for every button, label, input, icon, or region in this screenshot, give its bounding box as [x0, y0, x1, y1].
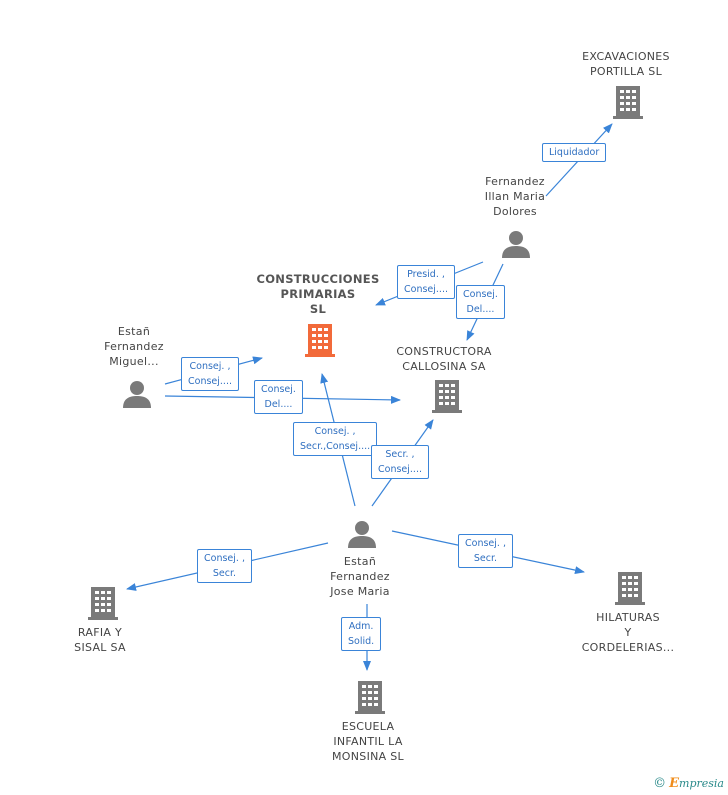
edge-label-adm-solid[interactable]: Adm.Solid.	[341, 617, 382, 651]
brand-watermark: ©Empresia	[653, 776, 724, 791]
edge-label-consej-secr-jose[interactable]: Consej. ,Secr.,Consej....	[293, 422, 378, 456]
person-icon[interactable]	[501, 229, 531, 259]
edge-label-presid-consej[interactable]: Presid. ,Consej....	[397, 265, 455, 299]
building-icon[interactable]	[612, 85, 644, 119]
person-icon[interactable]	[122, 379, 152, 409]
edge-label-consej-del-miguel[interactable]: Consej.Del....	[254, 380, 303, 414]
building-icon-main[interactable]	[304, 323, 336, 357]
edge-label-consej-consej-miguel[interactable]: Consej. ,Consej....	[181, 357, 239, 391]
building-icon[interactable]	[614, 571, 646, 605]
building-icon[interactable]	[354, 680, 386, 714]
brand-initial: E	[669, 776, 680, 791]
building-icon[interactable]	[431, 379, 463, 413]
brand-name: mpresia	[679, 777, 724, 790]
edge-label-consej-del-illan[interactable]: Consej.Del....	[456, 285, 505, 319]
building-icon[interactable]	[87, 586, 119, 620]
copyright-icon: ©	[653, 776, 667, 791]
edge-label-consej-secr-rafia[interactable]: Consej. ,Secr.	[197, 549, 252, 583]
edge-label-consej-secr-hilaturas[interactable]: Consej. ,Secr.	[458, 534, 513, 568]
edge-label-liquidador[interactable]: Liquidador	[542, 143, 607, 162]
edge-label-secr-consej-jose[interactable]: Secr. ,Consej....	[371, 445, 429, 479]
person-icon[interactable]	[347, 519, 377, 549]
